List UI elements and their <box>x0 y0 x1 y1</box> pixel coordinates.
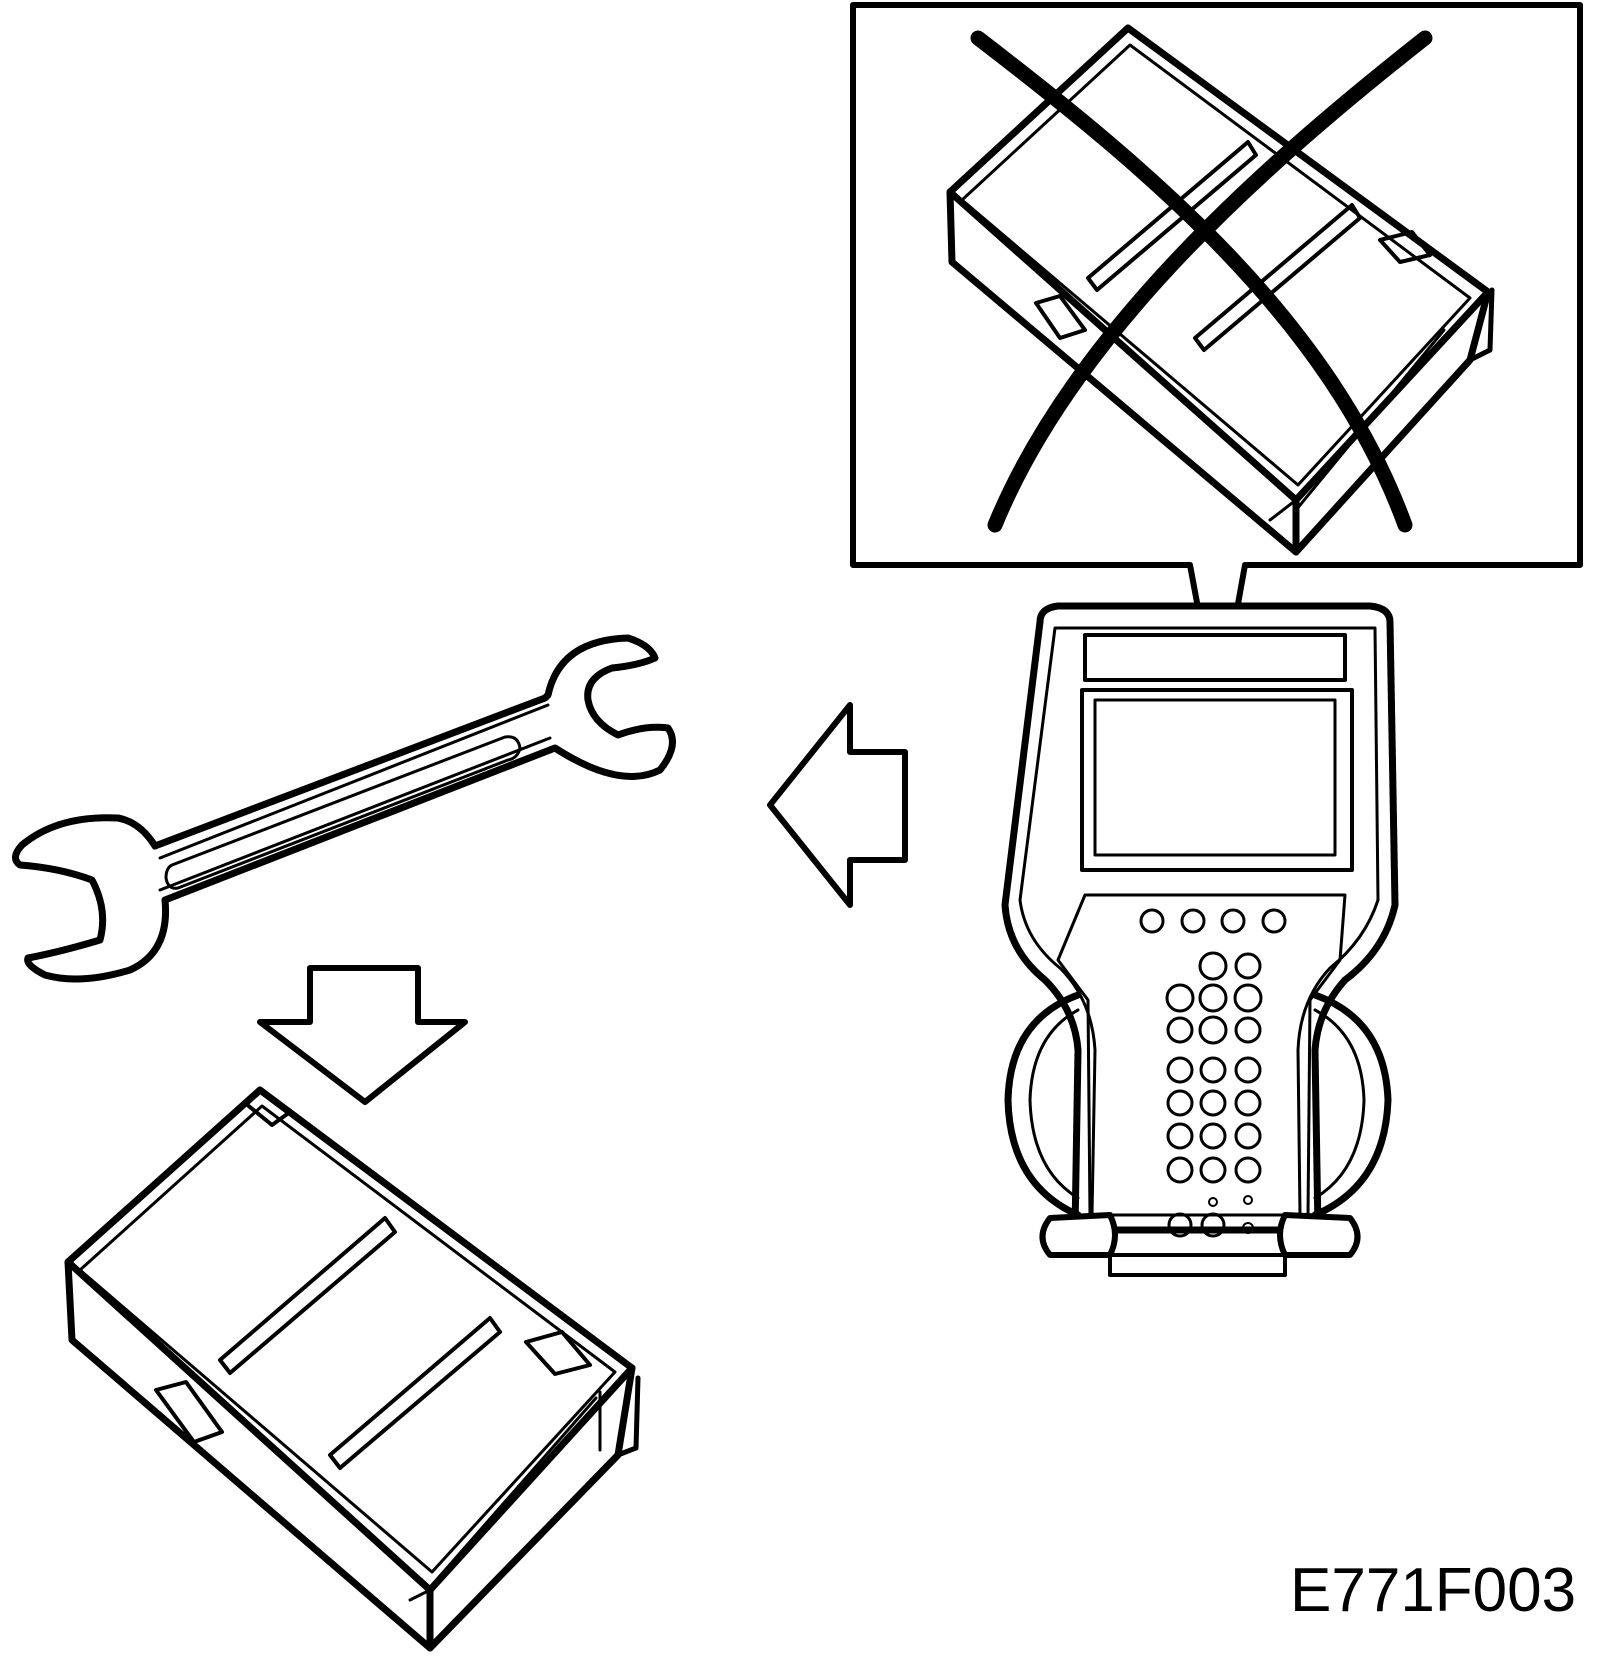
memory-cartridge <box>68 1090 638 1648</box>
arrow-down-icon <box>260 968 465 1102</box>
arrow-left-icon <box>770 705 905 905</box>
wrench-icon <box>15 638 672 979</box>
scan-tool <box>1005 606 1395 1275</box>
figure-code-label: E771F003 <box>1290 1560 1580 1622</box>
